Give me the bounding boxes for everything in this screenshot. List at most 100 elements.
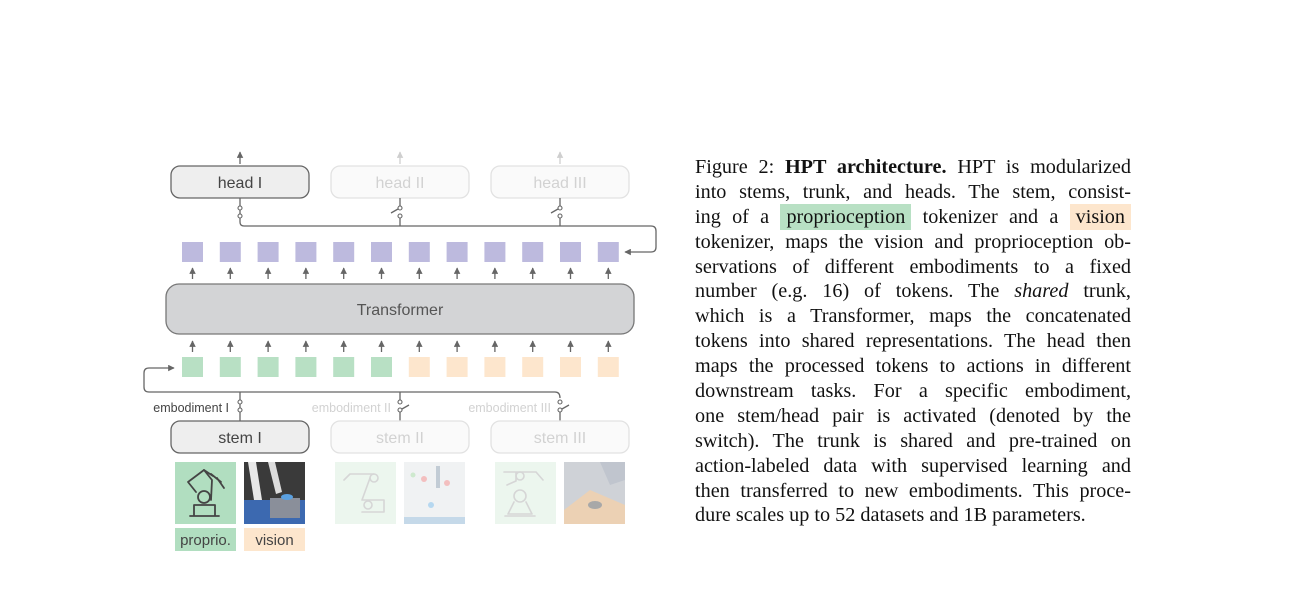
head-3: head III (490, 151, 630, 199)
caption-line: tokens into shared representations. The … (695, 329, 1131, 354)
output-token (219, 242, 241, 262)
legend: proprio. vision (175, 528, 305, 551)
head-2-switch-icon (397, 205, 403, 211)
caption-line: which is a Transformer, maps the concate… (695, 304, 1131, 329)
head-switches (237, 198, 657, 256)
caption-text: tokenizer, maps the vision and proprioce… (695, 230, 1131, 253)
vision-2-image (404, 462, 465, 524)
proprioception-highlight: proprioception (780, 203, 912, 230)
stem-1-box (170, 420, 310, 454)
vision-token (560, 357, 581, 377)
output-token (295, 242, 317, 262)
robot-arm-icon (187, 469, 225, 517)
embodiment-1-images (175, 462, 305, 524)
stem-2-switch-icon (397, 399, 403, 405)
robot-arm-icon (343, 473, 385, 513)
stem-1-label: stem I (218, 430, 262, 447)
input-bus-line (143, 364, 561, 399)
output-token (408, 242, 430, 262)
caption-line: maps the processed tokens to actions in … (695, 354, 1131, 379)
output-token (522, 242, 544, 262)
head-2-label: head II (376, 175, 425, 192)
stem-1-switch-icon (237, 399, 243, 405)
head-3-switch-icon (557, 205, 563, 211)
stem-switches: embodiment I embodiment II embodiment II… (143, 364, 570, 421)
stem-3-switch-icon (557, 399, 563, 405)
robot-arm-icon (503, 471, 544, 517)
output-token-row (182, 242, 619, 262)
caption-line: action-labeled data with supervised lear… (695, 454, 1131, 479)
output-token (484, 242, 506, 262)
caption-line: then transferred to new embodiments. Thi… (695, 479, 1131, 504)
trunk: Transformer (165, 283, 635, 335)
caption-title: HPT architecture. (784, 156, 947, 178)
vision-token (446, 357, 468, 377)
output-token (182, 242, 203, 262)
caption-text: servations of different embodiments to a… (695, 255, 1131, 278)
transformer-label: Transformer (357, 302, 444, 319)
proprio-2-tile (335, 462, 396, 524)
output-token (371, 242, 392, 262)
embodiment-2-images (335, 462, 465, 524)
caption-text: dure scales up to 52 datasets and 1B par… (695, 504, 1086, 527)
legend-vision-label: vision (255, 532, 293, 549)
caption-line: into stems, trunk, and heads. The stem, … (695, 180, 1131, 205)
input-token-row (182, 357, 619, 377)
caption-line: Figure 2: HPT architecture. HPT is modul… (695, 155, 1131, 180)
caption-text: number (e.g. 16) of tokens. The (695, 280, 1015, 303)
proprio-token (257, 357, 279, 377)
stem-3-label: stem III (534, 430, 586, 447)
proprio-token (295, 357, 317, 377)
stem-2-label: stem II (376, 430, 424, 447)
caption-text: action-labeled data with supervised lear… (695, 454, 1131, 477)
caption-line: tokenizer, maps the vision and proprioce… (695, 230, 1131, 255)
caption-line: downstream tasks. For a specific embodim… (695, 379, 1131, 404)
caption-text: tokens into shared representations. The … (695, 330, 1131, 353)
caption-text: Figure 2: (695, 156, 785, 178)
proprio-token (219, 357, 241, 377)
caption-line: number (e.g. 16) of tokens. The shared t… (695, 279, 1131, 304)
vision-token (522, 357, 544, 377)
head-3-label: head III (533, 175, 586, 192)
caption-text: trunk, (1068, 280, 1131, 303)
output-token (597, 242, 619, 262)
head-1-switch-icon (237, 205, 243, 211)
transformer-box (165, 283, 635, 335)
output-token (560, 242, 581, 262)
caption-text: ing of a (695, 205, 781, 228)
caption-text: maps the processed tokens to actions in … (695, 355, 1131, 378)
caption-text: HPT is modularized (946, 156, 1131, 178)
stem-group: stem I stem II stem III (170, 420, 630, 454)
caption-text: one stem/head pair is activated (denoted… (695, 404, 1131, 427)
caption-line: switch). The trunk is shared and pre-tra… (695, 429, 1131, 454)
head-2: head II (330, 151, 470, 199)
legend-vision-swatch (244, 528, 305, 551)
vision-highlight: vision (1069, 203, 1131, 230)
head-1: head I (170, 151, 310, 199)
trunk-output-arrows (189, 267, 612, 279)
caption-line: dure scales up to 52 datasets and 1B par… (695, 503, 1131, 528)
embodiment-2-label: embodiment II (312, 401, 391, 415)
proprio-token (182, 357, 203, 377)
figure-caption: Figure 2: HPT architecture. HPT is modul… (695, 155, 1131, 528)
caption-line: one stem/head pair is activated (denoted… (695, 404, 1131, 429)
stem-3-box (490, 420, 630, 454)
legend-proprio-swatch (175, 528, 236, 551)
caption-text: downstream tasks. For a specific embodim… (695, 380, 1131, 403)
caption-line: servations of different embodiments to a… (695, 255, 1131, 280)
embodiment-3-images (495, 462, 625, 524)
head-1-label: head I (218, 175, 262, 192)
proprio-token (333, 357, 355, 377)
caption-text: into stems, trunk, and heads. The stem, … (695, 180, 1131, 203)
stem-2-box (330, 420, 470, 454)
caption-text: switch). The trunk is shared and pre-tra… (695, 429, 1131, 452)
embodiment-1-label: embodiment I (153, 401, 229, 415)
embodiment-3-label: embodiment III (468, 401, 551, 415)
output-bus-line (239, 218, 657, 256)
architecture-diagram: head I head II head III (143, 151, 657, 551)
vision-token (484, 357, 506, 377)
caption-text: which is a Transformer, maps the concate… (695, 305, 1131, 328)
vision-token (597, 357, 619, 377)
caption-text: then transferred to new embodiments. Thi… (695, 479, 1131, 502)
legend-proprio-label: proprio. (180, 532, 231, 549)
